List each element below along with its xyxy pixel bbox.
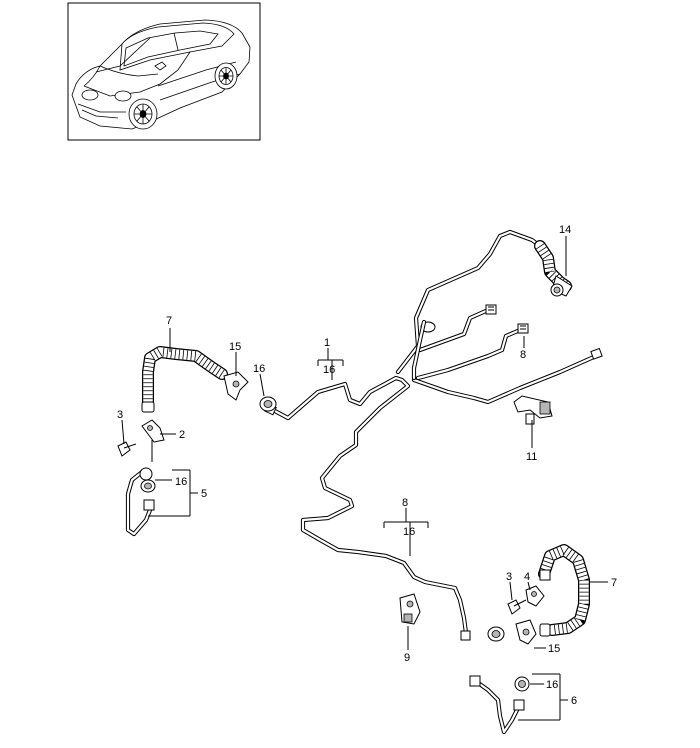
pipe-fitting-lower [460, 630, 471, 641]
callout-7-left: 7 [166, 315, 172, 327]
front-wheel-icon [128, 98, 158, 130]
clip-16-right-mid [487, 626, 505, 642]
bracket-9 [399, 593, 421, 625]
callout-6: 6 [571, 695, 577, 707]
callout-5: 5 [201, 488, 207, 500]
callout-16-left-mid: 16 [175, 476, 187, 488]
bracket-15-left [223, 371, 249, 401]
bolt-3-right [507, 599, 527, 615]
callout-16-left-top: 16 [253, 363, 265, 375]
callout-2: 2 [179, 429, 185, 441]
bracket-4 [525, 585, 545, 607]
callout-9: 9 [404, 652, 410, 664]
callout-leaders [121, 236, 608, 721]
brake-hose-14 [534, 240, 573, 297]
callout-1-16: 16 [323, 364, 335, 376]
callout-11: 11 [526, 451, 537, 463]
brake-pipe-5 [125, 467, 156, 537]
callout-15-left: 15 [229, 341, 241, 353]
bracket-15-right [515, 619, 537, 645]
callout-14: 14 [559, 224, 571, 236]
pipe-fitting-right-bolt [517, 323, 529, 334]
brake-pipe-6 [469, 675, 530, 735]
rear-wheel-icon [214, 62, 238, 90]
callout-8-upper: 8 [520, 349, 526, 361]
bolt-3-left [117, 441, 137, 457]
brake-hose-7-right [538, 544, 590, 637]
callout-3-left: 3 [117, 409, 123, 421]
callout-8-lower: 8 [402, 497, 408, 509]
callout-8-16: 16 [403, 526, 415, 538]
callout-4: 4 [524, 571, 530, 583]
car-illustration-icon [71, 19, 251, 130]
vehicle-thumbnail [67, 2, 261, 141]
callout-3-right: 3 [506, 571, 512, 583]
clip-16-left-top [259, 396, 277, 412]
callout-labels: 1 16 2 3 3 4 5 6 7 7 8 8 16 9 11 14 15 1… [117, 224, 617, 707]
bracket-11 [513, 395, 553, 425]
bracket-2 [141, 419, 165, 462]
callout-16-right-bottom: 16 [546, 679, 558, 691]
pipe-fitting-far-right [590, 347, 603, 360]
brake-line-main [264, 229, 603, 641]
callout-7-right: 7 [611, 577, 617, 589]
callout-15-right: 15 [548, 643, 560, 655]
pipe-fitting-upper-bolt [485, 304, 497, 315]
brake-hose-7-left [141, 346, 228, 413]
callout-1: 1 [324, 337, 330, 349]
